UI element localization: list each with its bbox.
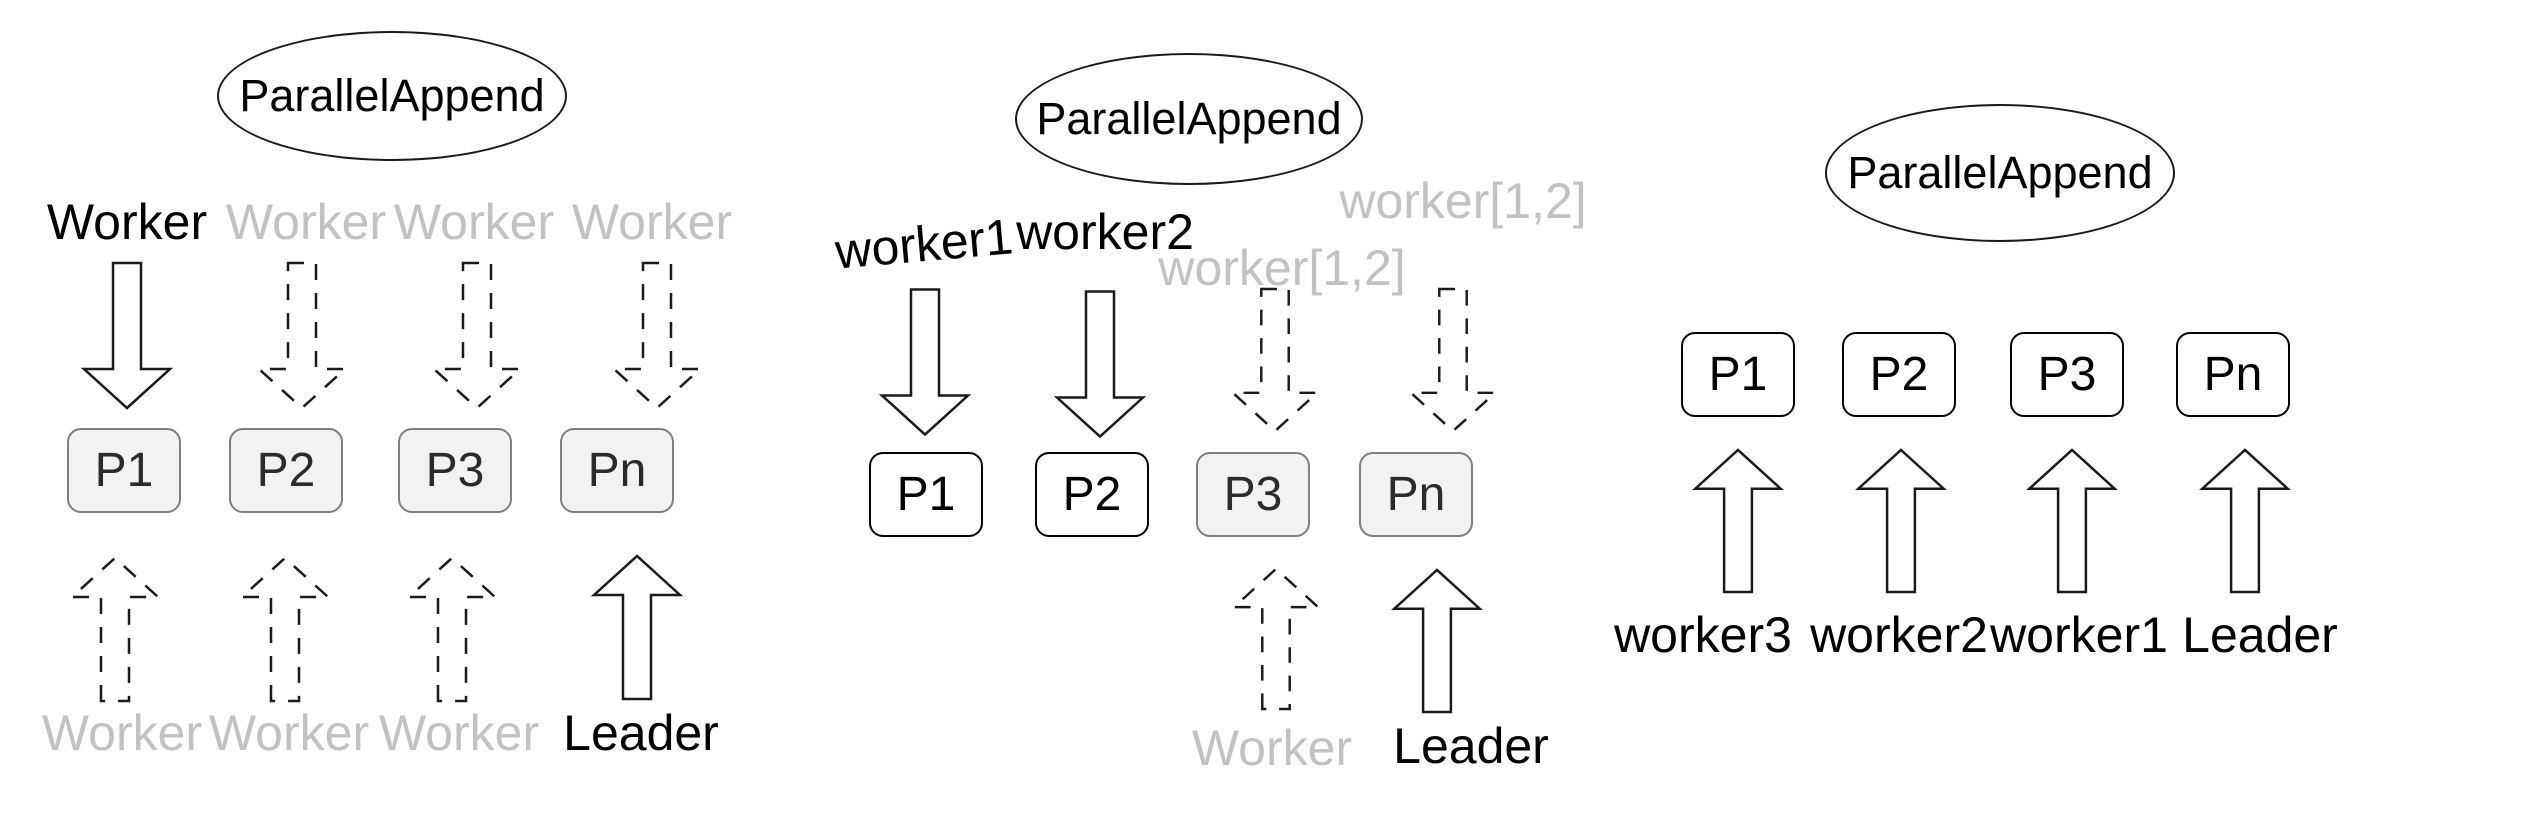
down-arrow-dashed	[1229, 287, 1321, 433]
leader-label: Leader	[1393, 718, 1549, 774]
worker-label: Worker	[571, 194, 733, 250]
up-arrow-dashed	[238, 556, 332, 703]
up-arrow-solid	[1855, 448, 1947, 594]
partition-box: P1	[67, 428, 181, 513]
up-arrow-solid	[1391, 568, 1483, 714]
partition-box: Pn	[2176, 332, 2290, 417]
partition-box: Pn	[560, 428, 674, 513]
up-arrow-solid	[2026, 448, 2118, 594]
leader-label: Leader	[2182, 607, 2338, 663]
partition-box: Pn	[1359, 452, 1473, 537]
worker-label: Worker	[378, 705, 540, 761]
partition-box: P3	[1196, 452, 1310, 537]
down-arrow-solid	[878, 288, 972, 437]
parallel-append-node: ParallelAppend	[1015, 53, 1363, 185]
worker-label: Worker	[1191, 720, 1353, 776]
partition-box: P3	[2010, 332, 2124, 417]
worker-label: worker1	[832, 208, 1016, 280]
partition-box: P2	[229, 428, 343, 513]
down-arrow-dashed	[430, 261, 524, 410]
partition-box: P2	[1035, 452, 1149, 537]
down-arrow-dashed	[1407, 287, 1499, 433]
worker-label: Worker	[41, 705, 203, 761]
worker-label: worker[1,2]	[1339, 173, 1587, 229]
down-arrow-dashed	[610, 261, 704, 410]
down-arrow-dashed	[255, 261, 349, 410]
down-arrow-solid	[1053, 290, 1147, 439]
worker-label: worker[1,2]	[1158, 240, 1406, 296]
up-arrow-dashed	[405, 556, 499, 703]
leader-label: Leader	[563, 705, 719, 761]
up-arrow-solid	[1692, 448, 1784, 594]
worker-label: worker2	[1810, 607, 1988, 663]
up-arrow-solid	[2199, 448, 2291, 594]
worker-label: Worker	[393, 194, 555, 250]
worker-label: worker2	[1016, 204, 1194, 260]
worker-label: Worker	[46, 194, 208, 250]
parallel-append-node: ParallelAppend	[1825, 104, 2175, 242]
worker-label: Worker	[225, 194, 387, 250]
partition-box: P3	[398, 428, 512, 513]
up-arrow-dashed	[68, 556, 162, 703]
partition-box: P2	[1842, 332, 1956, 417]
partition-box: P1	[869, 452, 983, 537]
worker-label: Worker	[208, 705, 370, 761]
down-arrow-solid	[80, 261, 174, 410]
worker-label: worker3	[1614, 607, 1792, 663]
worker-label: worker1	[1990, 607, 2168, 663]
parallel-append-node: ParallelAppend	[217, 31, 567, 161]
up-arrow-dashed	[1230, 567, 1322, 711]
partition-box: P1	[1681, 332, 1795, 417]
up-arrow-solid	[590, 554, 684, 701]
